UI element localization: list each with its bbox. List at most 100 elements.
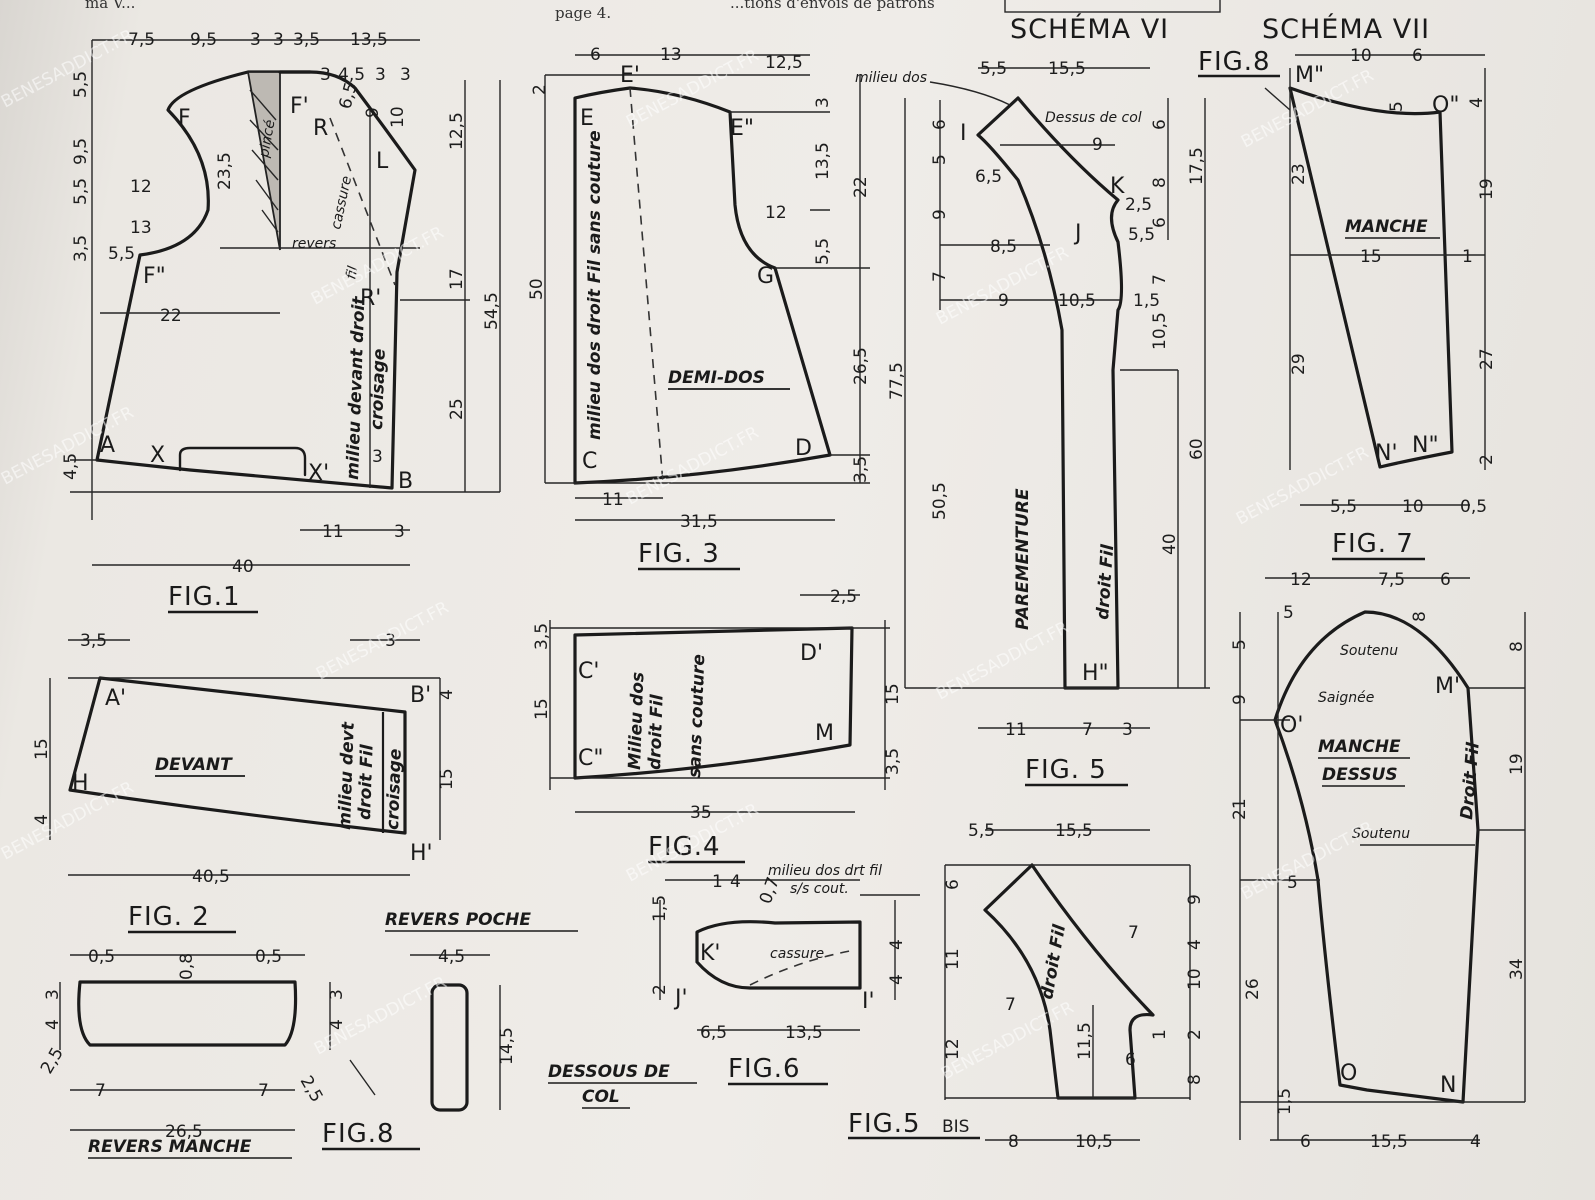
fig2-front-panel: A' B' H H' DEVANT milieu devt droit Fil …: [32, 631, 457, 934]
fig3-dim-9: 22: [851, 176, 871, 198]
fig6-point-j1: J': [673, 986, 688, 1011]
watermark-7: BENESADDICT.FR: [313, 598, 452, 685]
fig3-dim-14: 31,5: [680, 512, 718, 532]
fig2-point-b1: B': [410, 683, 431, 708]
fig1-pocket: [178, 446, 307, 477]
fig8-dim-2: 0,8: [177, 953, 197, 980]
fig7-outline: [1273, 610, 1480, 1104]
fig7-dim-14: 34: [1507, 958, 1527, 980]
fig1-dim-top2-4: 3: [400, 65, 411, 85]
fig1-dim-inner-6: 3: [372, 447, 383, 467]
fig1-point-f1: F': [290, 94, 309, 119]
fig2-label-overlap: croisage: [383, 748, 406, 830]
fig8-label-sleeve: MANCHE: [1345, 217, 1428, 237]
fig5-dim-9: 9: [998, 291, 1009, 311]
fig3-dim-8: 5,5: [813, 238, 833, 265]
fig3-label-half-back: DEMI-DOS: [668, 368, 765, 388]
fig4-dim-1: 2,5: [830, 587, 857, 607]
fig5bis-dim-3: 6: [943, 879, 963, 890]
fig2-point-h1: H': [410, 841, 433, 866]
top-text-right: ...tions d'envois de patrons: [730, 0, 935, 12]
fig4-point-c1: C': [578, 659, 599, 684]
fig3-point-e: E: [580, 106, 594, 131]
fig4-label-3: sans couture: [685, 654, 709, 778]
fig7-dim-5: 5: [1230, 639, 1250, 650]
fig5-dim-24: 40: [1160, 533, 1180, 555]
schema-6-title: SCHÉMA VI: [1010, 13, 1169, 45]
fig5-dim-16: 6: [1150, 217, 1170, 228]
watermark-9: BENESADDICT.FR: [933, 618, 1072, 705]
fig5bis-dim-17: 10,5: [1075, 1132, 1113, 1152]
fig6-label-title-2: COL: [582, 1087, 620, 1107]
fig1-dim-bottom-1: 11: [322, 522, 344, 542]
fig5bis-outline: [983, 863, 1155, 1100]
fig8-dim-6: 2,5: [37, 1044, 68, 1077]
fig5-point-j: J: [1073, 221, 1082, 246]
fig5-label-grain: droit Fil: [1093, 543, 1118, 621]
fig5-facing: I K J H" milieu dos Dessus de col PAREME…: [855, 59, 1210, 787]
fig5bis-dim-12: 10: [1185, 968, 1205, 990]
fig6-under-collar: K' J' I' milieu dos drt fil s/s cout. ca…: [548, 863, 920, 1109]
fig8-cuffs: 0,5 0,8 0,5 3 4 2,5 7 7 26,5 3 4 2,5 4,5…: [37, 910, 578, 1159]
fig5-dim-15: 2,5: [1125, 195, 1152, 215]
fig1-dim-top-4: 3: [273, 30, 284, 50]
fig3-dart-line: [629, 87, 664, 484]
fig4-label-1: Milieu dos: [625, 672, 648, 771]
fig8-dim-4: 3: [43, 989, 63, 1000]
fig8-arrow: [349, 1059, 376, 1096]
fig1-label-revers: revers: [292, 236, 336, 252]
fig7-dim-13: 19: [1507, 753, 1527, 775]
fig6-point-i1: I': [862, 989, 875, 1014]
fig1-dim-inner-1: 23,5: [215, 152, 235, 190]
fig1-title: FIG.1: [168, 582, 241, 612]
fig1-point-l: L: [376, 149, 389, 174]
fig3-point-e1: E': [620, 63, 640, 88]
fig8t-dim-3: 5: [1387, 101, 1407, 112]
fig7-label-soutenu-1: Soutenu: [1340, 643, 1398, 659]
fig8-dim-8: 7: [258, 1081, 269, 1101]
fig5bis-dim-7: 7: [1128, 923, 1139, 943]
fig6-label-no-seam: s/s cout.: [790, 881, 849, 897]
fig7-dim-1: 12: [1290, 570, 1312, 590]
fig1-dim-top2-3: 3: [375, 65, 386, 85]
fig5-dim-6: 9: [930, 209, 950, 220]
fig2-point-a1: A': [105, 686, 126, 711]
fig5-dim-2: 15,5: [1048, 59, 1086, 79]
fig8-dim-14: 14,5: [497, 1027, 517, 1065]
fig5bis-dim-6: 7: [1005, 995, 1016, 1015]
fig8-label-pocket-flap: REVERS POCHE: [385, 910, 531, 930]
fig2-point-h: H: [72, 771, 89, 796]
fig6-outline: [695, 920, 862, 990]
fig8t-dim-4: 4: [1467, 97, 1487, 108]
fig1-dim-bottom-3: 40: [232, 557, 254, 577]
fig7-dim-8: 5: [1287, 873, 1298, 893]
fig8t-dim-5: 23: [1289, 163, 1309, 185]
fig1-dim-inner-4: 10: [388, 106, 408, 128]
fig1-point-r: R: [313, 116, 328, 141]
fig1-outline: [95, 70, 417, 490]
fig8-label-sleeve-cuff: REVERS MANCHE: [88, 1137, 252, 1157]
fig5-dim-10: 10,5: [1058, 291, 1096, 311]
fig6-dim-2: 4: [730, 872, 741, 892]
fig7-dim-3: 6: [1440, 570, 1451, 590]
fig8-under-sleeve: M" O" N' N" MANCHE 10 6 5 4 23 19 15 1 2…: [1198, 46, 1497, 517]
fig4-dim-6: 35: [690, 803, 712, 823]
fig1-point-b: B: [398, 469, 413, 494]
fig5bis-collar-facing: droit Fil 5,5 15,5 6 11 12 7 7 11,5 6 9 …: [848, 821, 1205, 1152]
fig5-point-i: I: [960, 121, 967, 146]
fig1-dart-hatch: [249, 89, 279, 233]
fig3-point-c: C: [582, 449, 597, 474]
fig3-dim-1: 6: [590, 45, 601, 65]
fig4-dim-5: 3,5: [883, 748, 903, 775]
fig8-point-o2: O": [1432, 93, 1459, 118]
fig5-dim-19: 10,5: [1150, 312, 1170, 350]
watermark-12: BENESADDICT.FR: [311, 973, 450, 1060]
fig2-dim-5: 15: [437, 768, 457, 790]
fig1-dim-left-1: 5,5: [71, 71, 91, 98]
fig8-pocket-flap-outline: [430, 983, 469, 1112]
fig5-point-h2: H": [1082, 661, 1109, 686]
fig6-dim-8: 6,5: [700, 1023, 727, 1043]
fig8t-dim-14: 0,5: [1460, 497, 1487, 517]
fig7-point-o: O: [1340, 1061, 1357, 1086]
